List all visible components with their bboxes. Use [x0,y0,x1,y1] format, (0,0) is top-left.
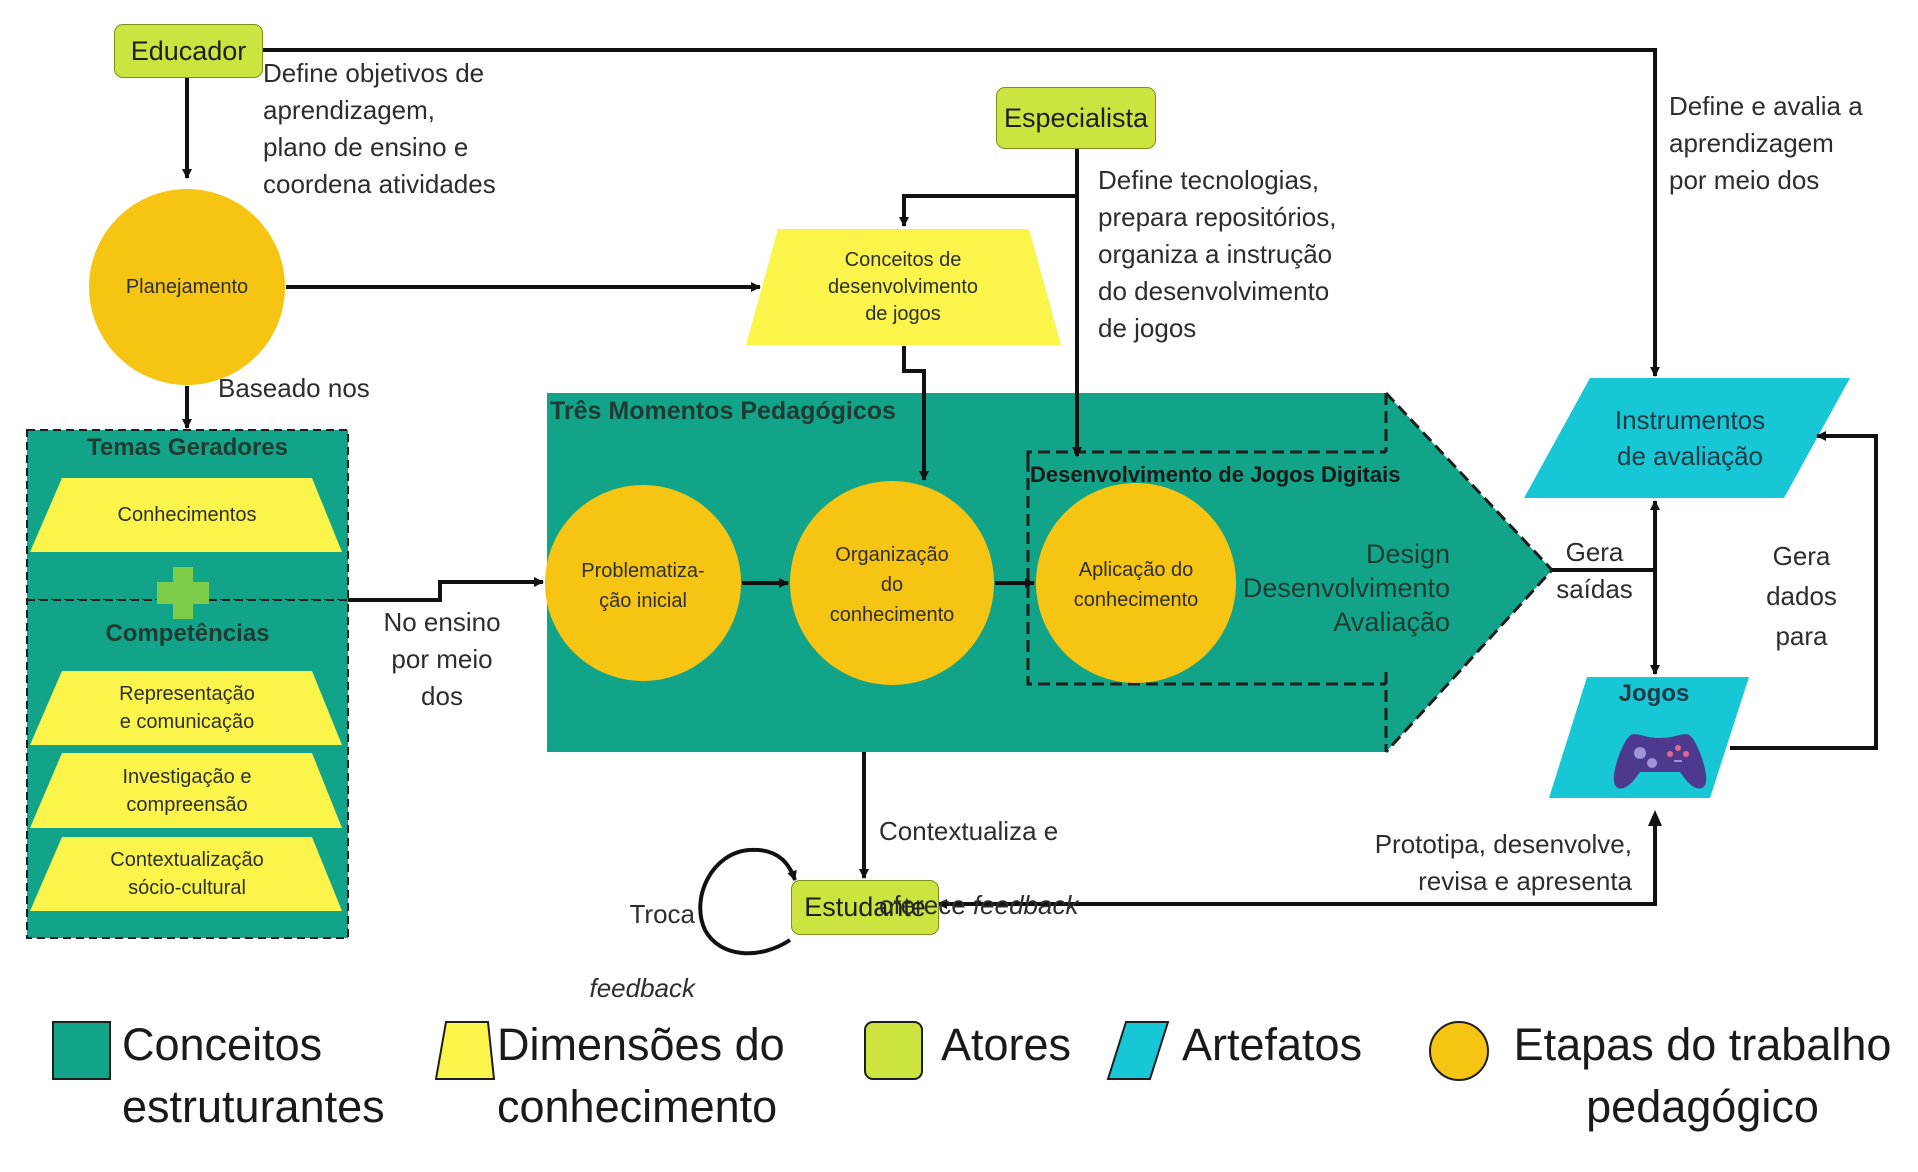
legend-artefatos-swatch [1106,1021,1170,1080]
legend-conceitos-swatch [52,1021,111,1080]
investigacao-label: Investigação e compreensão [122,766,252,816]
conhecimentos-shape [30,478,342,552]
instrumentos-shape [1524,378,1850,498]
conceitos-dev-label: Conceitos de desenvolvimento de jogos [827,249,979,325]
representacao-shape [30,671,342,745]
gamepad-icon [1613,734,1707,789]
design-steps: Design Desenvolvimento Avaliação [1242,539,1450,637]
legend-etapas-swatch [1429,1021,1489,1081]
organizacao-label: Organização do conhecimento [829,544,955,626]
desenvolvimento-title: Desenvolvimento de Jogos Digitais [1030,462,1401,487]
legend-dimensoes-swatch [434,1021,496,1080]
problematizacao-label: Problematiza- ção inicial [581,560,705,612]
gera-dados-note: Gera dados para [1766,541,1837,651]
legend-artefatos: Artefatos [1182,1019,1363,1070]
troca-note: Troca feedback [560,859,695,1007]
prototipa-note: Prototipa, desenvolve, revisa e apresent… [1374,829,1632,896]
avalia-note: Define e avalia a aprendizagem por meio … [1669,91,1863,195]
especialista-note: Define tecnologias, prepara repositórios… [1098,165,1337,343]
baseado-note: Baseado nos [218,373,370,403]
aplicacao-label: Aplicação do conhecimento [1073,559,1199,611]
problematizacao-circle [545,485,741,681]
actor-especialista: Especialista [996,87,1156,149]
troca-feedback: feedback [589,973,695,1003]
troca-loop [698,847,797,956]
legend-conceitos: Conceitos estruturantes [122,1019,385,1132]
tres-momentos-title: Três Momentos Pedagógicos [550,397,896,425]
contextualiza-feedback: feedback [972,890,1079,920]
aplicacao-circle [1036,483,1236,683]
planejamento-label: Planejamento [125,276,249,298]
educador-note: Define objetivos de aprendizagem, plano … [263,58,496,199]
legend-dimensoes: Dimensões do conhecimento [497,1019,785,1132]
no-ensino-note: No ensino por meio dos [383,607,501,711]
conceitos-dev-shape [746,229,1061,345]
contextualiza-line1: Contextualiza e [879,816,1059,846]
planejamento-circle [89,189,285,385]
gera-saidas-note: Gera saídas [1556,537,1633,604]
contextualiza-note: Contextualiza e oferece feedback [879,776,1078,924]
competencias-title: Competências [105,620,270,647]
plus-icon [157,567,209,619]
jogos-label: Jogos [1618,680,1690,707]
temas-geradores-title: Temas Geradores [87,434,288,461]
legend-etapas: Etapas do trabalho pedagógico [1513,1019,1892,1132]
organizacao-circle [790,481,994,685]
contextualizacao-label: Contextualização sócio-cultural [110,849,264,899]
legend-atores: Atores [941,1019,1072,1070]
contextualiza-line2: oferece [879,890,973,920]
legend-atores-swatch [864,1021,923,1080]
conhecimentos-label: Conhecimentos [117,504,257,526]
desenvolvimento-box [1026,450,1386,686]
instrumentos-label: Instrumentos de avaliação [1614,405,1766,471]
troca-label: Troca [629,899,696,929]
investigacao-shape [30,753,342,828]
actor-estudante: Estudante [791,880,939,935]
contextualizacao-shape [30,837,342,911]
representacao-label: Representação e comunicação [119,683,255,733]
actor-educador: Educador [114,24,263,78]
